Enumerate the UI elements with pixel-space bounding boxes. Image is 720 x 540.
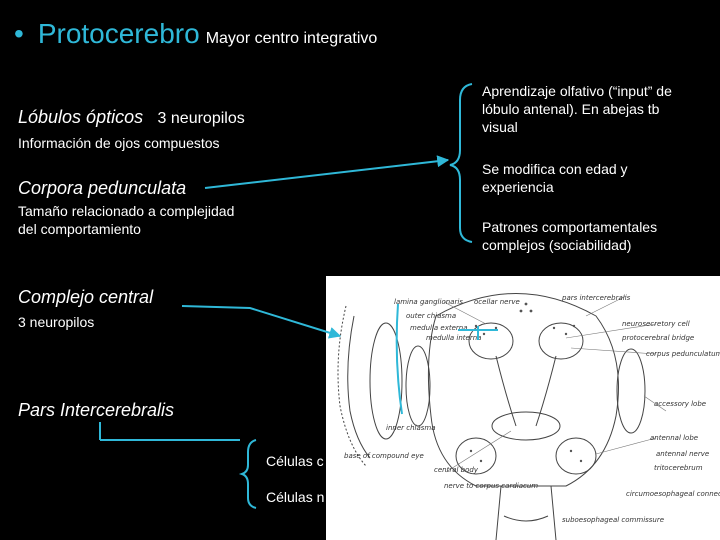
right-item-1-line-2: lóbulo antenal). En abejas tb <box>482 101 660 117</box>
right-item-1: Aprendizaje olfativo (“input” de lóbulo … <box>482 82 672 136</box>
medulla-externa-shape <box>369 322 403 440</box>
right-item-2-line-1: Se modifica con edad y <box>482 161 628 177</box>
pars-intercerebralis-label: Pars Intercerebralis <box>18 400 175 420</box>
cells-label-2: Células n <box>266 489 325 505</box>
right-item-1-line-3: visual <box>482 119 518 135</box>
compound-eye-outline <box>337 305 367 467</box>
central-complex-label: Complejo central <box>18 287 154 307</box>
label-pars-intercerebralis: pars intercerebralis <box>562 294 631 302</box>
label-antennal-lobe: antennal lobe <box>650 434 699 442</box>
right-item-3-line-1: Patrones comportamentales <box>482 219 658 235</box>
label-suboesophageal-commissure: suboesophageal commissure <box>562 516 665 524</box>
right-item-2: Se modifica con edad y experiencia <box>482 160 628 196</box>
connective-right <box>550 485 557 540</box>
mushroom-body-right <box>538 322 584 360</box>
brain-diagram: lamina ganglionaris ocellar nerve pars i… <box>326 276 720 540</box>
protocerebrum-outline <box>427 293 619 487</box>
right-item-1-line-1: Aprendizaje olfativo (“input” de <box>482 83 672 99</box>
label-neurosecretory-cell: neurosecretory cell <box>622 320 690 328</box>
label-lamina: lamina ganglionaris <box>394 298 463 306</box>
suboesophageal-commissure <box>503 515 549 522</box>
right-brace <box>449 83 473 243</box>
label-tritocerebrum: tritocerebrum <box>654 464 703 472</box>
pars-highlight-mark <box>458 326 498 340</box>
optic-lobes-heading: Lóbulos ópticos 3 neuropilos <box>18 107 245 128</box>
connective-left <box>495 485 502 540</box>
peduncle-left <box>495 355 517 427</box>
mushroom-body-left <box>468 322 514 360</box>
peduncle-right <box>535 355 557 427</box>
label-accessory-lobe: accessory lobe <box>654 400 707 408</box>
central-body-shape <box>491 411 561 441</box>
medulla-interna-shape <box>405 345 431 427</box>
cells-label-1: Células c <box>266 453 324 469</box>
right-optic-lobe <box>616 348 646 434</box>
optic-info-text: Información de ojos compuestos <box>18 135 220 151</box>
label-nerve-corpus-cardiacum: nerve to corpus cardiacum <box>444 482 539 490</box>
optic-lobes-label: Lóbulos ópticos <box>18 107 144 127</box>
label-central-body: central body <box>434 466 478 474</box>
cells-brace <box>238 439 257 509</box>
optic-lobe-highlight <box>395 303 403 415</box>
label-medulla-externa: medulla externa <box>410 324 468 332</box>
corpora-desc-1: Tamaño relacionado a complejidad <box>18 203 235 219</box>
label-medulla-interna: medulla interna <box>426 334 482 342</box>
brain-diagram-drawing <box>337 293 667 540</box>
central-neuropils-label: 3 neuropilos <box>18 314 95 330</box>
label-antennal-nerve: antennal nerve <box>656 450 710 458</box>
label-protocerebral-bridge: protocerebral bridge <box>622 334 695 342</box>
lamina-outline <box>347 315 371 459</box>
slide-title: • Protocerebro Mayor centro integrativo <box>14 18 377 50</box>
title-bullet: • <box>14 18 24 49</box>
antennal-lobe-right <box>555 437 597 475</box>
antennal-lobe-left <box>455 437 497 475</box>
central-complex-arrow <box>181 305 342 339</box>
title-subtitle: Mayor centro integrativo <box>205 30 378 47</box>
label-circumoesophageal-connective: circumoesophageal connective <box>626 490 720 498</box>
corpora-label: Corpora pedunculata <box>18 178 187 198</box>
title-main: Protocerebro <box>37 18 200 49</box>
label-ocellar-nerve: ocellar nerve <box>474 298 520 306</box>
label-outer-chiasma: outer chiasma <box>406 312 457 320</box>
right-item-3-line-2: complejos (sociabilidad) <box>482 237 632 253</box>
label-corpus-pedunculatum: corpus pedunculatum <box>646 350 720 358</box>
corpora-arrow <box>204 155 450 189</box>
right-item-3: Patrones comportamentales complejos (soc… <box>482 218 657 254</box>
optic-neuropils-label: 3 neuropilos <box>157 110 245 127</box>
corpora-desc-2: del comportamiento <box>18 221 141 237</box>
right-item-2-line-2: experiencia <box>482 179 554 195</box>
label-base-compound-eye: base of compound eye <box>344 452 424 460</box>
label-inner-chiasma: inner chiasma <box>386 424 436 432</box>
